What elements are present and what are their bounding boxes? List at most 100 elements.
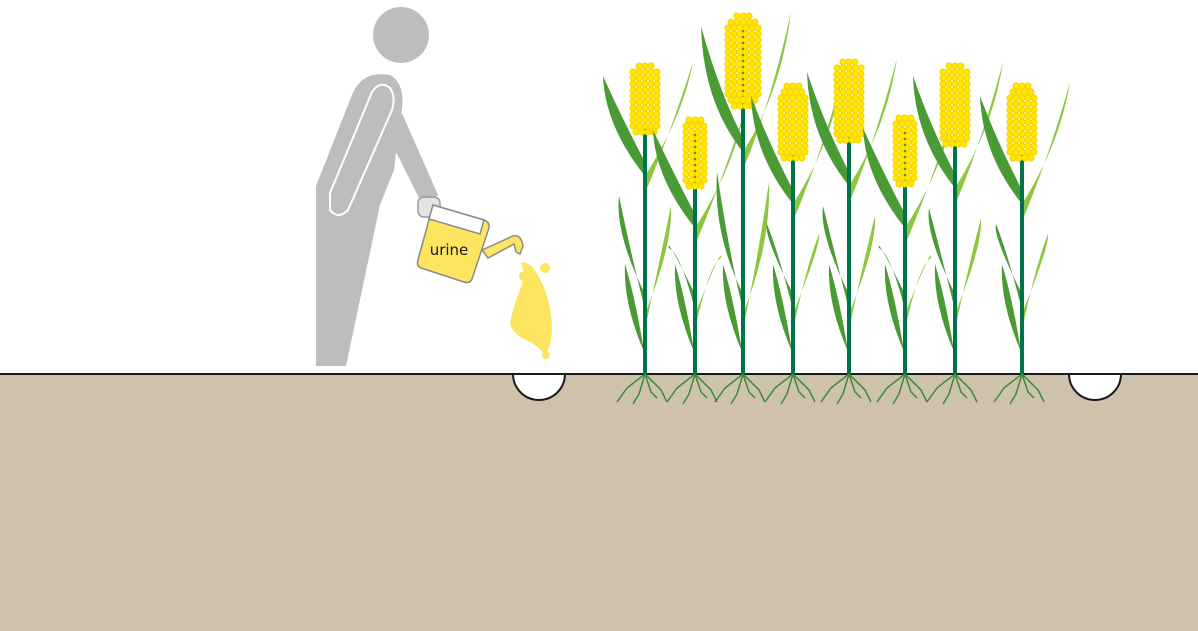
corn-kernel [778, 149, 784, 155]
corn-kernel [852, 89, 858, 95]
corn-kernel [1019, 125, 1025, 131]
corn-kernel [1016, 89, 1022, 95]
corn-kernel [725, 91, 731, 97]
corn-kernel [964, 105, 970, 111]
corn-kernel [802, 143, 808, 149]
corn-kernel [734, 97, 740, 103]
corn-kernel [834, 119, 840, 125]
corn-kernel [1019, 95, 1025, 101]
corn-kernel [701, 129, 707, 135]
corn-kernel [796, 113, 802, 119]
corn-kernel [648, 69, 654, 75]
corn-kernel [642, 105, 648, 111]
corn-kernel [1016, 155, 1022, 161]
corn-kernel [958, 135, 964, 141]
corn-kernel [840, 59, 846, 65]
corn-kernel [731, 61, 737, 67]
corn-kernel [846, 107, 852, 113]
corn-kernel [755, 43, 761, 49]
corn-kernel [654, 105, 660, 111]
corn-kernel [743, 43, 749, 49]
corn-kernel [630, 69, 636, 75]
corn-kernel [834, 95, 840, 101]
can-label: urine [430, 241, 469, 259]
corn-kernel [840, 71, 846, 77]
corn-kernel [1025, 113, 1031, 119]
corn-kernel [689, 153, 695, 159]
corn-kernel [958, 69, 964, 75]
corn-kernel [731, 37, 737, 43]
corn-kernel [1007, 143, 1013, 149]
corn-kernel [802, 119, 808, 125]
corn-kernel [893, 151, 899, 157]
corn-kernel [725, 79, 731, 85]
corn-kernel [737, 37, 743, 43]
corn-kernel [952, 105, 958, 111]
corn-kernel [908, 181, 914, 187]
corn-kernel [940, 93, 946, 99]
corn-cob [778, 83, 808, 161]
corn-kernel [964, 81, 970, 87]
corn-kernel [799, 155, 805, 161]
corn-kernel [852, 83, 858, 89]
corn-kernel [731, 31, 737, 37]
corn-kernel [946, 69, 952, 75]
corn-leaf [848, 216, 875, 334]
corn-kernel [737, 25, 743, 31]
corn-kernel [654, 87, 660, 93]
corn-kernel [793, 89, 799, 95]
corn-kernel [852, 101, 858, 107]
corn-kernel [902, 181, 908, 187]
corn-kernel [784, 107, 790, 113]
corn-plants [603, 12, 1070, 404]
corn-kernel [896, 115, 902, 121]
corn-kernel [911, 145, 917, 151]
corn-kernel [893, 127, 899, 133]
corn-cob [940, 63, 970, 147]
corn-kernel [790, 125, 796, 131]
corn-kernel [1022, 89, 1028, 95]
corn-kernel [858, 113, 864, 119]
corn-kernel [784, 101, 790, 107]
corn-kernel [752, 19, 758, 25]
corn-kernel [749, 37, 755, 43]
corn-kernel [642, 81, 648, 87]
corn-kernel [642, 69, 648, 75]
corn-kernel [787, 89, 793, 95]
corn-kernel [846, 125, 852, 131]
corn-kernel [905, 157, 911, 163]
corn-kernel [778, 101, 784, 107]
corn-kernel [940, 135, 946, 141]
corn-kernel [840, 107, 846, 113]
corn-kernel [725, 25, 731, 31]
corn-kernel [958, 63, 964, 69]
corn-kernel [940, 123, 946, 129]
corn-kernel [964, 129, 970, 135]
corn-kernel [940, 81, 946, 87]
corn-kernel [946, 75, 952, 81]
corn-kernel [796, 95, 802, 101]
corn-kernel [940, 117, 946, 123]
corn-kernel [858, 101, 864, 107]
corn-kernel [837, 137, 843, 143]
corn-kernel [683, 165, 689, 171]
corn-kernel [849, 137, 855, 143]
corn-kernel [940, 87, 946, 93]
corn-kernel [642, 75, 648, 81]
corn-kernel [648, 123, 654, 129]
corn-kernel [755, 25, 761, 31]
corn-kernel [689, 165, 695, 171]
corn-kernel [834, 83, 840, 89]
corn-kernel [834, 77, 840, 83]
corn-kernel [905, 151, 911, 157]
corn-kernel [852, 59, 858, 65]
corn-kernel [1013, 95, 1019, 101]
corn-kernel [654, 75, 660, 81]
corn-kernel [952, 81, 958, 87]
corn-kernel [1007, 131, 1013, 137]
corn-kernel [1031, 149, 1037, 155]
corn-kernel [683, 129, 689, 135]
corn-kernel [725, 43, 731, 49]
urine-drop [542, 351, 550, 359]
corn-kernel [908, 115, 914, 121]
